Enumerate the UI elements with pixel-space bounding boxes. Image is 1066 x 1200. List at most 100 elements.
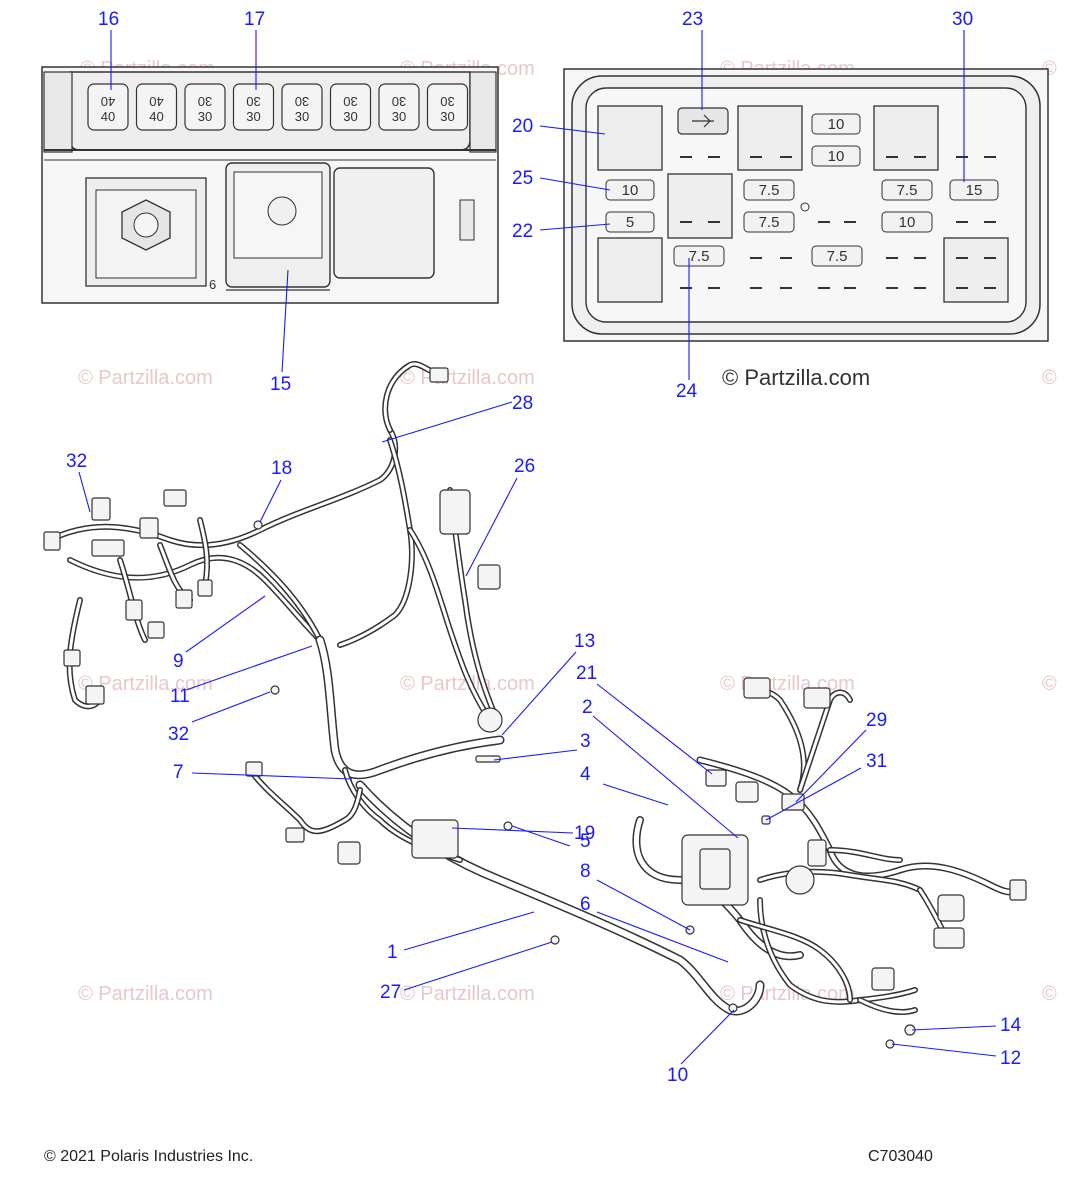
relay <box>943 237 1009 303</box>
connector <box>175 589 193 609</box>
right-fuse-box: 10 10 7.5 7.5 15 10 5 7.5 <box>563 68 1049 342</box>
callout-12: 12 <box>1000 1048 1021 1069</box>
wire-body <box>248 768 362 833</box>
connector <box>245 761 263 777</box>
callout-26: 26 <box>514 456 535 477</box>
fuse-bottom-label: 30 <box>392 109 406 124</box>
relay <box>873 105 939 171</box>
wire-body <box>48 428 397 547</box>
connector <box>937 894 965 922</box>
connector <box>147 621 165 639</box>
fuse-bottom-label: 40 <box>101 109 115 124</box>
connector-21 <box>705 769 727 787</box>
callout-22: 22 <box>512 221 533 242</box>
callout-1: 1 <box>387 942 398 963</box>
svg-text:7.5: 7.5 <box>827 248 848 265</box>
wire-body <box>68 556 322 642</box>
fuse-top-label: 30 <box>440 94 454 109</box>
copyright-text: © 2021 Polaris Industries Inc. <box>44 1148 253 1165</box>
connector <box>63 649 81 667</box>
fuse-top-label: 30 <box>295 94 309 109</box>
watermark: © <box>1042 367 1057 389</box>
callout-9: 9 <box>173 651 184 672</box>
wire-body <box>238 543 322 642</box>
watermark: © <box>1042 983 1057 1005</box>
callout-13: 13 <box>574 631 595 652</box>
fuse-bottom-label: 30 <box>295 109 309 124</box>
svg-text:10: 10 <box>899 214 916 231</box>
callout-16: 16 <box>98 9 119 30</box>
callout-32: 32 <box>66 451 87 472</box>
callout-17: 17 <box>244 9 265 30</box>
callout-29: 29 <box>866 710 887 731</box>
callout-3: 3 <box>580 731 591 752</box>
fuse: 10 <box>605 179 655 201</box>
leader-lines <box>78 30 997 1065</box>
watermark: © Partzilla.com <box>400 983 535 1005</box>
callout-20: 20 <box>512 116 533 137</box>
callout-14: 14 <box>1000 1015 1022 1036</box>
callouts: 16 17 23 30 20 25 22 24 15 28 26 18 32 9… <box>66 9 1022 1086</box>
callout-7: 7 <box>173 762 184 783</box>
connector <box>337 841 361 865</box>
connector-28 <box>429 367 449 383</box>
connector <box>807 839 827 867</box>
relay <box>597 237 663 303</box>
grommet <box>785 865 815 895</box>
callout-4: 4 <box>580 764 591 785</box>
harness-components <box>43 367 1027 1049</box>
fuse: 7.5 <box>881 179 933 201</box>
fuse: 7.5 <box>743 211 795 233</box>
watermark: © Partzilla.com <box>78 673 213 695</box>
connector <box>743 677 771 699</box>
watermark-main: © Partzilla.com <box>722 365 870 390</box>
callout-31: 31 <box>866 751 887 772</box>
connector-32 <box>43 531 61 551</box>
fuse-top-label: 40 <box>101 94 115 109</box>
fastener-5 <box>503 821 513 831</box>
fuse: 15 <box>949 179 999 201</box>
fuse-bottom-label: 40 <box>149 109 163 124</box>
connector <box>735 781 759 803</box>
wire-body <box>858 998 917 1014</box>
fuse-bottom-label: 30 <box>246 109 260 124</box>
connector <box>803 687 831 709</box>
callout-30: 30 <box>952 9 973 30</box>
callout-32: 32 <box>168 724 189 745</box>
callout-24: 24 <box>676 381 698 402</box>
svg-text:7.5: 7.5 <box>897 182 918 199</box>
wire-body <box>828 848 902 862</box>
wire-body <box>408 528 492 722</box>
callout-28: 28 <box>512 393 533 414</box>
fuse-bottom-label: 30 <box>440 109 454 124</box>
callout-2: 2 <box>582 697 593 718</box>
fuse: 10 <box>811 145 861 167</box>
relay <box>597 105 663 171</box>
callout-10: 10 <box>667 1065 688 1086</box>
callout-6: 6 <box>580 894 591 915</box>
svg-text:10: 10 <box>622 182 639 199</box>
connector <box>197 579 213 597</box>
fuse-top-label: 30 <box>246 94 260 109</box>
relay <box>737 105 803 171</box>
connector <box>163 489 187 507</box>
connector-29 <box>781 793 805 811</box>
callout-11: 11 <box>170 686 190 707</box>
wire-body <box>758 870 922 892</box>
fuse: 10 <box>881 211 933 233</box>
callout-8: 8 <box>580 861 591 882</box>
fuse: 10 <box>811 113 861 135</box>
wire-outline <box>752 687 807 793</box>
wire-outline <box>315 635 505 780</box>
connector <box>125 599 143 621</box>
relay-module-19 <box>411 819 459 859</box>
relay <box>667 173 733 239</box>
fuse: 7.5 <box>743 179 795 201</box>
grommet-13 <box>477 707 503 733</box>
svg-text:7.5: 7.5 <box>689 248 710 265</box>
